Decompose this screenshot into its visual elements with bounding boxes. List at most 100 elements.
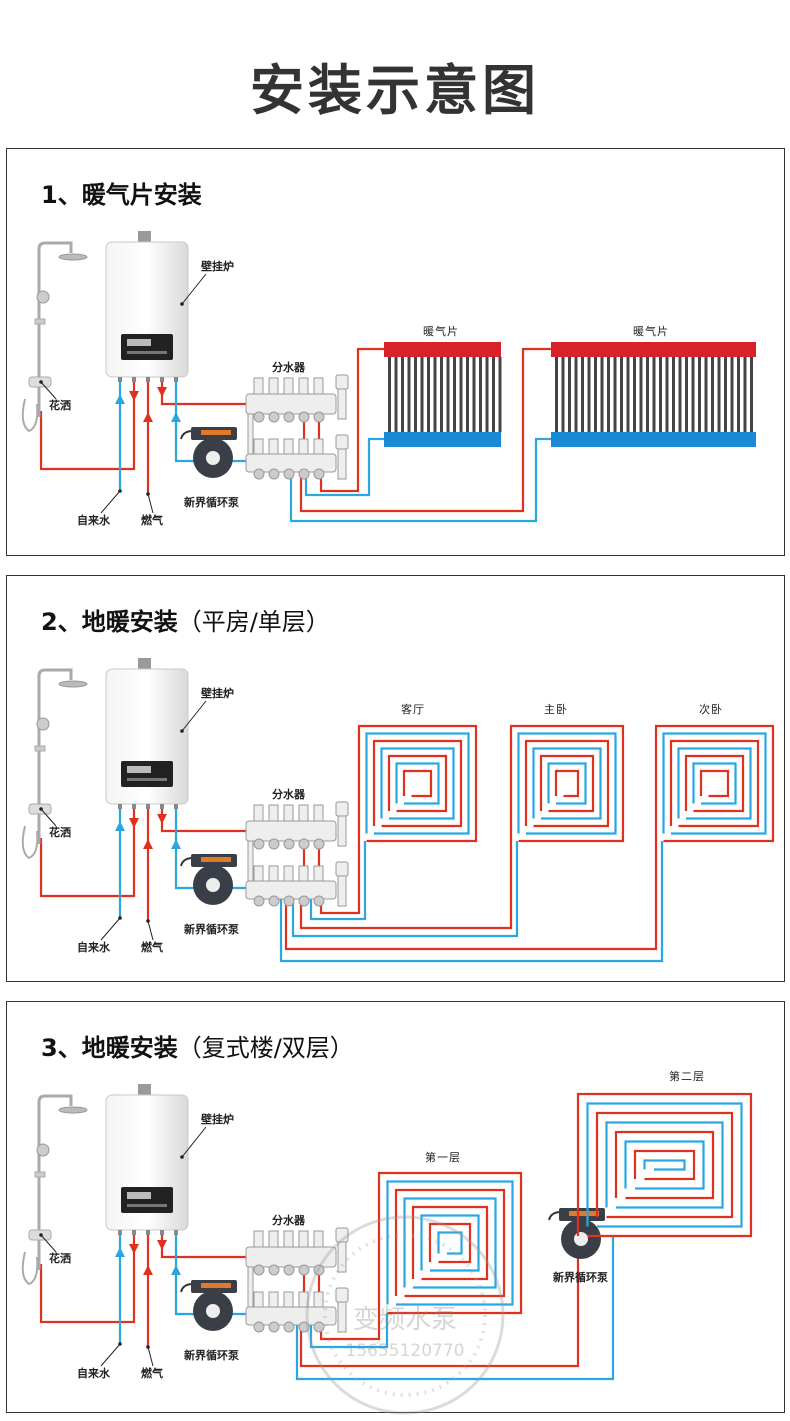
leader-line: [40, 808, 57, 827]
radiator-tube: [446, 357, 450, 432]
arrow-down-icon: [129, 1244, 139, 1254]
floor-heating-coil: [403, 1197, 497, 1289]
leader-line: [100, 917, 121, 941]
radiator-tube: [574, 357, 578, 432]
radiator-tube: [613, 357, 617, 432]
radiator-tube: [626, 357, 630, 432]
radiator-tube: [472, 357, 476, 432]
radiator-tube: [685, 357, 688, 432]
arrow-up-icon: [171, 412, 181, 422]
leader-line: [147, 920, 154, 941]
pump-icon: [180, 1279, 238, 1332]
radiator-tube: [665, 357, 669, 432]
radiator-tube: [568, 357, 571, 432]
arrow-up-icon: [115, 1247, 125, 1257]
section-floor-heating-single: 2、地暖安装（平房/单层） 壁挂炉 花洒 分水器 新界循环泵 自来水 燃气 客厅…: [6, 575, 785, 982]
floor-heating-coil: [595, 1111, 734, 1219]
supply-pipe: [160, 1234, 247, 1259]
floor-heating-coil: [372, 739, 463, 828]
arrow-down-icon: [129, 818, 139, 828]
radiator-tube: [466, 357, 469, 432]
section-title: 3、地暖安装（复式楼/双层）: [41, 1028, 354, 1063]
section-floor-heating-duplex: 3、地暖安装（复式楼/双层） 壁挂炉 花洒 分水器 新界循环泵 自来水 燃气 第…: [6, 1001, 785, 1413]
floor-heating-coil: [394, 1188, 506, 1298]
zone-label: 第二层: [669, 1069, 705, 1083]
radiator-tube: [691, 357, 695, 432]
radiator-tube: [672, 357, 675, 432]
tap-water-label: 自来水: [77, 513, 111, 527]
floor-heating-coil: [509, 724, 625, 843]
arrow-down-icon: [157, 1240, 167, 1250]
leader-line: [147, 1346, 154, 1367]
page-title: 安装示意图: [250, 59, 540, 122]
leader-dot: [39, 1233, 43, 1237]
floor-heating-coil: [547, 762, 587, 805]
floor-heating-coil: [677, 747, 752, 820]
gas-label: 燃气: [140, 1366, 163, 1380]
radiator-tube: [717, 357, 721, 432]
floor-heating-coil: [395, 762, 440, 805]
cold-pipe: [295, 1236, 615, 1381]
manifold-icon: [245, 1227, 349, 1333]
hot-pipe: [299, 841, 513, 930]
leader-dot: [146, 919, 150, 923]
tap-water-label: 自来水: [77, 940, 111, 954]
cold-pipe: [279, 841, 664, 963]
section-number-title: 1、暖气片安装: [41, 181, 202, 209]
leader-dot: [39, 380, 43, 384]
floor-heating-coil: [643, 1159, 686, 1171]
floor-heating-coil: [633, 1149, 696, 1181]
radiator-tube: [620, 357, 623, 432]
manifold-label: 分水器: [272, 360, 306, 374]
leader-line: [181, 1126, 207, 1158]
cold-pipe: [291, 841, 519, 938]
zone-label: 次卧: [699, 702, 723, 716]
radiator-tube: [750, 357, 753, 432]
pipes: [39, 1234, 615, 1381]
pump-label: 新界循环泵: [184, 1348, 239, 1362]
single-floor-diagram: 壁挂炉 花洒 分水器 新界循环泵 自来水 燃气 客厅 主卧 次卧: [21, 657, 775, 963]
radiator-tube: [587, 357, 591, 432]
floor-heating-coil: [428, 1222, 472, 1264]
floor-heating-coil: [532, 747, 602, 820]
cold-pipe: [309, 841, 367, 921]
floor-heating-coil: [662, 732, 767, 835]
floor-heating-coil: [684, 754, 745, 813]
radiator-tube: [561, 357, 565, 432]
radiator-top: [384, 342, 501, 357]
leader-line: [40, 381, 57, 400]
leader-dot: [180, 302, 184, 306]
manifold-icon: [245, 801, 349, 907]
section-subtitle: （平房/单层）: [177, 608, 330, 636]
radiator-tube: [485, 357, 489, 432]
floor-heating-coil: [586, 1102, 743, 1228]
tap-water-label: 自来水: [77, 1366, 111, 1380]
radiator-top: [551, 342, 756, 357]
floor-heating-coil: [699, 769, 730, 798]
arrow-up-icon: [115, 821, 125, 831]
radiator-bottom: [384, 432, 501, 447]
leader-line: [181, 273, 207, 305]
boiler-icon: [105, 1083, 189, 1236]
radiator-tube: [704, 357, 708, 432]
manifold-icon: [245, 374, 349, 480]
arrow-up-icon: [143, 1265, 153, 1275]
hot-pipe: [284, 841, 658, 951]
section-subtitle: （复式楼/双层）: [177, 1034, 354, 1062]
radiator-tube: [394, 357, 398, 432]
leader-line: [100, 490, 121, 514]
pump-label: 新界循环泵: [184, 495, 239, 509]
leader-dot: [39, 807, 43, 811]
arrow-up-icon: [171, 1265, 181, 1275]
cold-pipe: [289, 437, 551, 523]
floor-heating-coil: [692, 762, 737, 805]
radiator-tube: [581, 357, 584, 432]
supply-pipe: [160, 381, 247, 406]
leader-dot: [118, 1342, 122, 1346]
arrow-down-icon: [157, 387, 167, 397]
section-radiator: 1、暖气片安装 壁挂炉 花洒 分水器 新界循环泵 自来水 燃气 暖气片 暖气片: [6, 148, 785, 556]
section-title: 2、地暖安装（平房/单层）: [41, 602, 330, 637]
zone-label: 主卧: [544, 703, 568, 716]
shower-hot-pipe: [39, 381, 136, 471]
floor-heating-coil: [365, 732, 470, 835]
